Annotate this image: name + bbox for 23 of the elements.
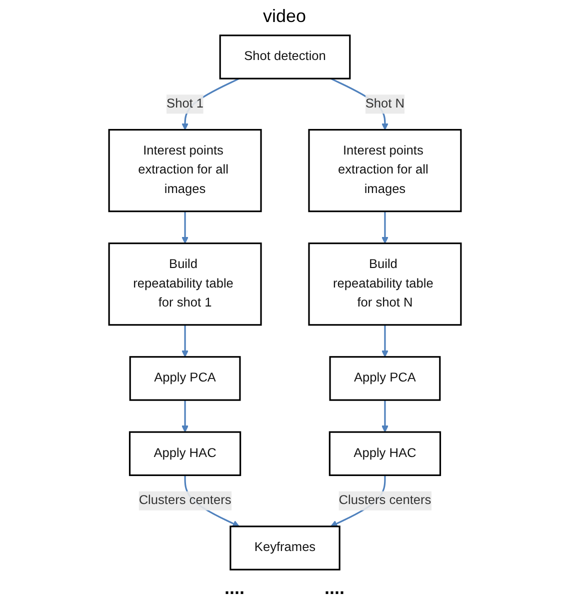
- arrow: [181, 211, 188, 244]
- node-box: Apply PCA: [328, 356, 440, 401]
- node-box: Keyframes: [229, 526, 340, 570]
- node-box: Interest points extraction for all images: [108, 128, 262, 212]
- edge-label: Shot N: [364, 96, 404, 111]
- arrow: [380, 324, 388, 358]
- node-box: Interest points extraction for all images: [308, 128, 462, 212]
- arrow: [181, 324, 188, 358]
- node-box: Shot detection: [218, 34, 350, 80]
- arrow: [181, 400, 188, 432]
- node-box: Apply HAC: [328, 431, 441, 476]
- arrow: [380, 211, 388, 244]
- node-box: Build repeatability table for shot N: [308, 242, 462, 326]
- edge-label: Clusters centers: [338, 494, 431, 508]
- ellipsis-label: ....: [324, 578, 345, 599]
- edge-label: Clusters centers: [138, 494, 231, 508]
- node-box: Apply PCA: [128, 356, 240, 401]
- input-label: video: [262, 6, 306, 27]
- arrow: [380, 400, 388, 432]
- node-box: Build repeatability table for shot 1: [108, 242, 262, 326]
- node-box: Apply HAC: [128, 431, 241, 476]
- ellipsis-label: ....: [224, 578, 244, 599]
- edge-label: Shot 1: [166, 96, 204, 111]
